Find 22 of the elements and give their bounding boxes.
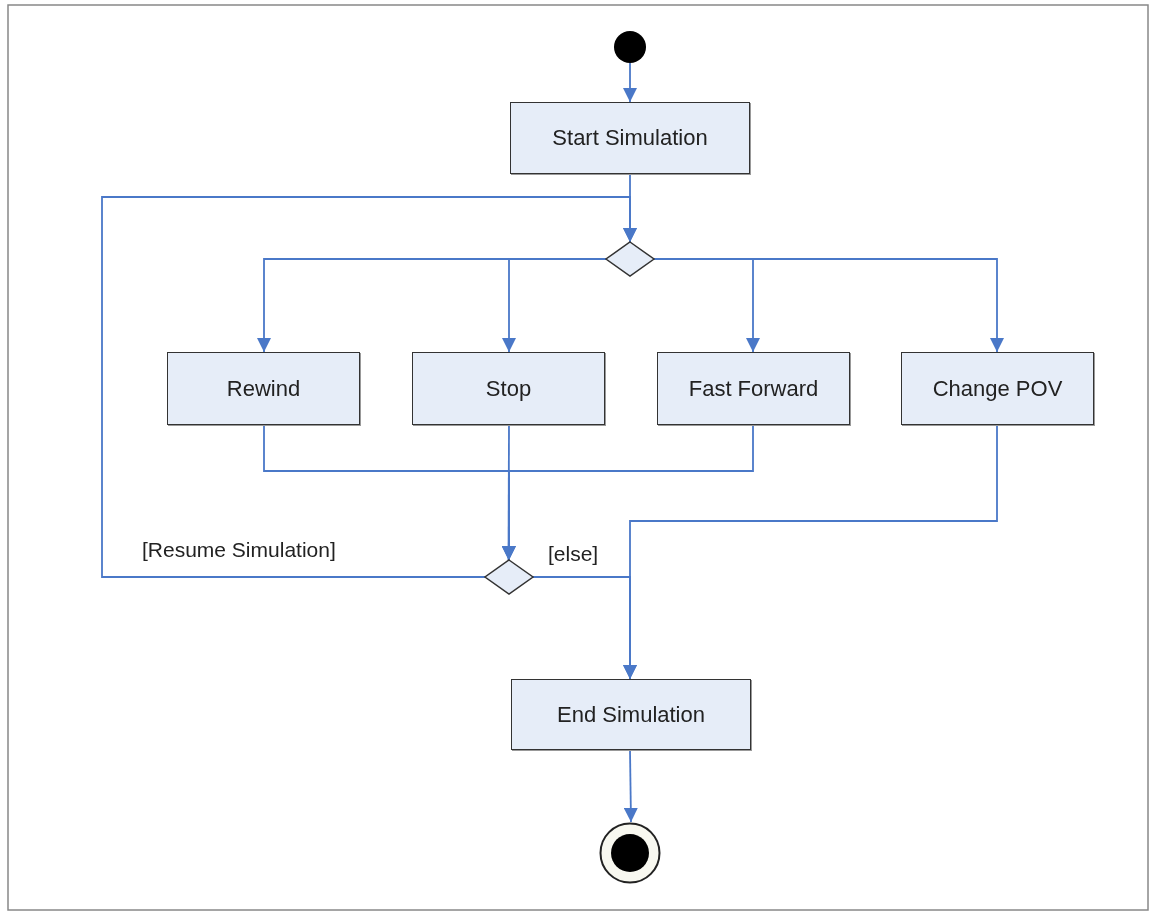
end-node [599,822,661,884]
arrow [623,424,998,680]
action-box [511,679,751,750]
start-node [614,31,646,63]
arrow [623,62,637,103]
action-box [167,352,360,425]
action-label: Fast Forward [688,375,819,402]
action-label: Change POV [932,375,1063,402]
action-box [901,352,1094,425]
arrow [502,424,754,561]
arrow [623,749,638,823]
arrow [502,258,607,353]
decision-diamond [485,560,533,594]
action-box [657,352,850,425]
arrow [101,196,637,578]
action-label: Stop [485,375,532,402]
action-box [412,352,605,425]
action-box [510,102,750,174]
decision-diamond [606,242,654,276]
action-label: Start Simulation [552,125,708,151]
action-label: Rewind [226,375,301,402]
action-label: End Simulation [557,701,705,728]
